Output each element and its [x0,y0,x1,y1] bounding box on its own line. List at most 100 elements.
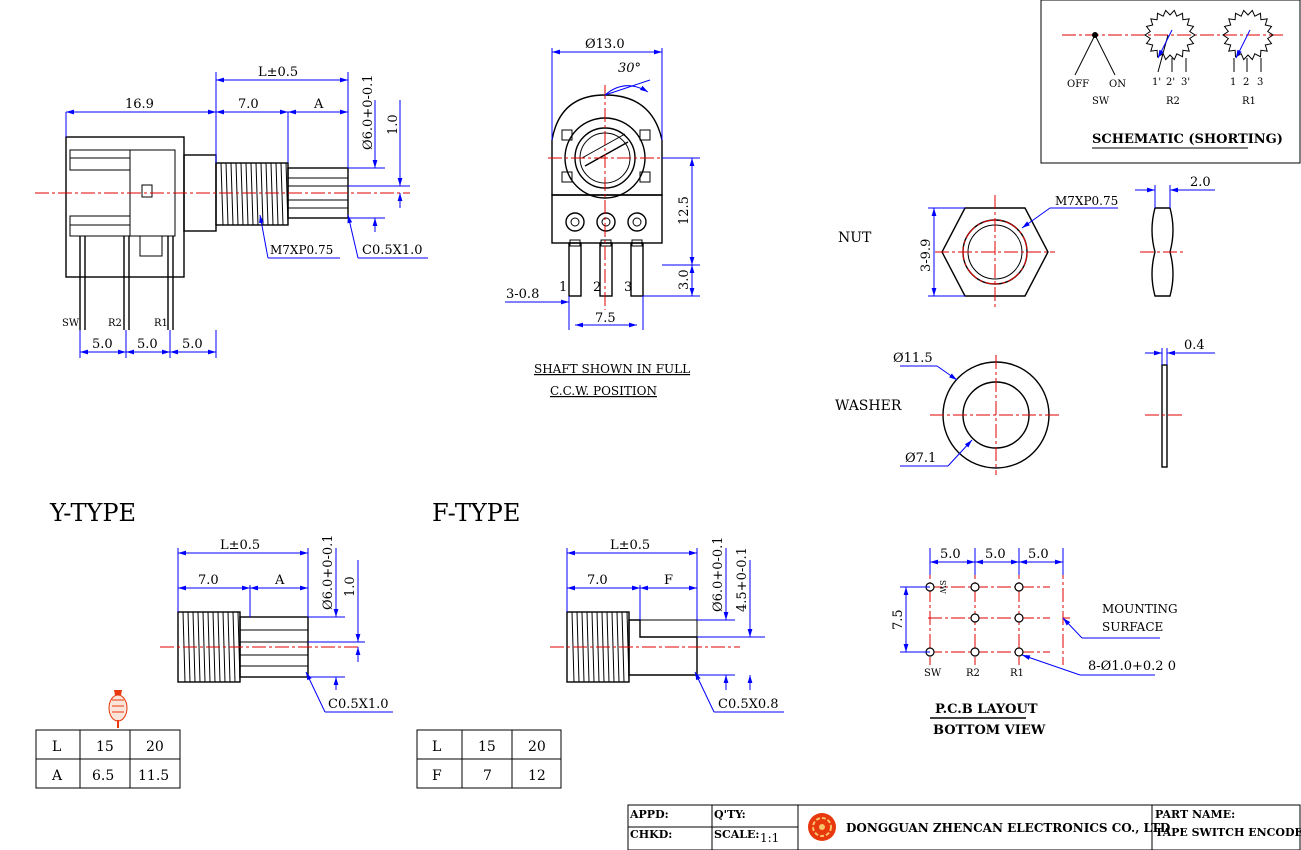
pcb-hole [970,582,980,592]
dim-A: A [313,97,324,112]
dim-thread-len: 7.0 [238,97,259,112]
f-table-r1c2: 12 [528,768,546,784]
dim-diameter: Ø6.0+0-0.1 [361,74,376,150]
y-table-r0c0: L [52,739,61,755]
y-table-r1c0: A [51,768,63,784]
pcb-label-sw: SW [924,668,942,679]
front-housing [551,94,663,196]
r1-pin-3: 3 [1257,77,1263,88]
company-logo-icon [808,813,836,841]
front-pitch-total: 7.5 [595,311,616,326]
washer-inner-dim: Ø7.1 [905,451,936,466]
r2-label: R2 [1166,96,1180,107]
title-part-label: PART NAME: [1155,808,1235,821]
f-dim-diameter: Ø6.0+0-0.1 [711,536,726,612]
washer-view: WASHER Ø11.5 Ø7.1 0.4 [835,338,1215,475]
r2-pin-1: 1' [1152,77,1161,88]
f-dim-F: F [664,573,673,588]
y-table-r0c2: 20 [146,739,164,755]
dim-total: 16.9 [125,97,154,112]
washer-outer-dim: Ø11.5 [893,351,933,366]
sw-off: OFF [1067,79,1089,90]
r1-pin-2: 2 [1243,77,1249,88]
title-company: DONGGUAN ZHENCAN ELECTRONICS CO., LTD [846,821,1170,835]
dim-L: L±0.5 [258,65,298,80]
title-part-name: TAPE SWITCH ENCODER [1155,826,1301,839]
title-qty: Q'TY: [714,808,746,821]
title-appd: APPD: [629,808,669,821]
chamfer-callout: C0.5X1.0 [362,243,423,258]
pcb-hole [1014,613,1024,623]
f-dim-L: L±0.5 [610,538,650,553]
f-type-view: F-TYPE L±0.5 7.0 F Ø6.0+0-0.1 4.5+0-0.1 … [416,499,784,789]
y-dim-A: A [274,573,285,588]
front-angle: 30° [618,61,641,76]
front-diameter: Ø13.0 [585,37,625,52]
front-pin-1: 1 [559,280,567,295]
title-block: APPD: Q'TY: CHKD: SCALE: 1:1 DONGGUAN ZH… [627,804,1301,850]
washer-side [1161,364,1168,468]
f-dim-flat: 4.5+0-0.1 [735,547,750,612]
front-pin-2: 2 [593,280,601,295]
pcb-label-r2: R2 [966,668,980,679]
title-scale-label: SCALE: [714,828,759,841]
sw-label: SW [1092,96,1110,107]
dim-flat: 1.0 [386,114,401,135]
pcb-layout: SW 5.0 5.0 5.0 7.5 MOUNTING SURFACE 8-Ø1… [891,547,1178,738]
side-view: 16.9 L±0.5 7.0 A Ø6.0+0-0.1 1.0 M7XP0.75… [35,65,428,358]
pcb-pitch-2: 5.0 [985,547,1006,562]
y-type-view: Y-TYPE L±0.5 7.0 A Ø6.0+0-0.1 1.0 C0.5X1… [35,499,393,789]
pcb-title-1: P.C.B LAYOUT [935,702,1038,717]
y-dim-L: L±0.5 [220,538,260,553]
f-type-table: L 15 20 F 7 12 [416,729,562,789]
shaft-slot [584,141,629,167]
y-table-r1c2: 11.5 [138,768,169,784]
front-pin-width: 3-0.8 [506,287,539,302]
title-chkd: CHKD: [630,828,672,841]
y-type-title: Y-TYPE [49,499,136,527]
pcb-mounting-1: MOUNTING [1102,602,1178,616]
y-type-table: L 15 20 A 6.5 11.5 [35,729,181,789]
pitch-1: 5.0 [92,337,113,352]
pcb-title-2: BOTTOM VIEW [933,723,1046,738]
front-pin-len: 3.0 [677,269,692,290]
y-table-r0c1: 15 [96,739,114,755]
pitch-3: 5.0 [182,337,203,352]
pitch-2: 5.0 [137,337,158,352]
nut-label: NUT [838,230,872,246]
pcb-hole [1014,582,1024,592]
pcb-pitch-3: 5.0 [1028,547,1049,562]
front-note-2: C.C.W. POSITION [550,384,657,398]
front-view: Ø13.0 30° 12.5 3.0 7.5 3-0.8 1 2 3 SHAFT… [505,37,700,398]
front-note-1: SHAFT SHOWN IN FULL [534,362,690,376]
f-table-r0c1: 15 [478,739,496,755]
f-dim-thread: 7.0 [587,573,608,588]
y-dim-flat: 1.0 [343,576,358,597]
r2-pin-3: 3' [1181,77,1190,88]
f-chamfer: C0.5X0.8 [718,697,779,712]
y-chamfer: C0.5X1.0 [328,697,389,712]
front-height: 12.5 [677,196,692,225]
sw-on: ON [1109,79,1126,90]
f-table-r0c0: L [432,739,441,755]
title-scale: 1:1 [760,831,779,845]
pcb-holes: 8-Ø1.0+0.2 0 [1088,659,1176,674]
pcb-hole [1014,647,1024,657]
svg-text:SW: SW [938,580,947,594]
r2-pin-2: 2' [1166,77,1175,88]
r1-pin-1: 1 [1230,77,1236,88]
nut-thread: M7XP0.75 [1055,194,1118,208]
pcb-hole [970,613,980,623]
schematic: OFF ON SW 1' 2' 3' R2 1 2 3 R1 SCHEMATIC… [1040,0,1301,164]
nut-thickness: 2.0 [1190,175,1211,190]
nut-view: NUT 3-9.9 M7XP0.75 2.0 [838,175,1215,310]
pcb-mounting-2: SURFACE [1102,620,1163,634]
y-dim-thread: 7.0 [198,573,219,588]
pin-label-r1: R1 [154,318,168,329]
f-table-r1c0: F [432,768,442,784]
washer-label: WASHER [835,398,902,414]
pcb-label-r1: R1 [1010,668,1024,679]
thread-callout: M7XP0.75 [270,243,333,257]
pin-label-r2: R2 [108,318,122,329]
